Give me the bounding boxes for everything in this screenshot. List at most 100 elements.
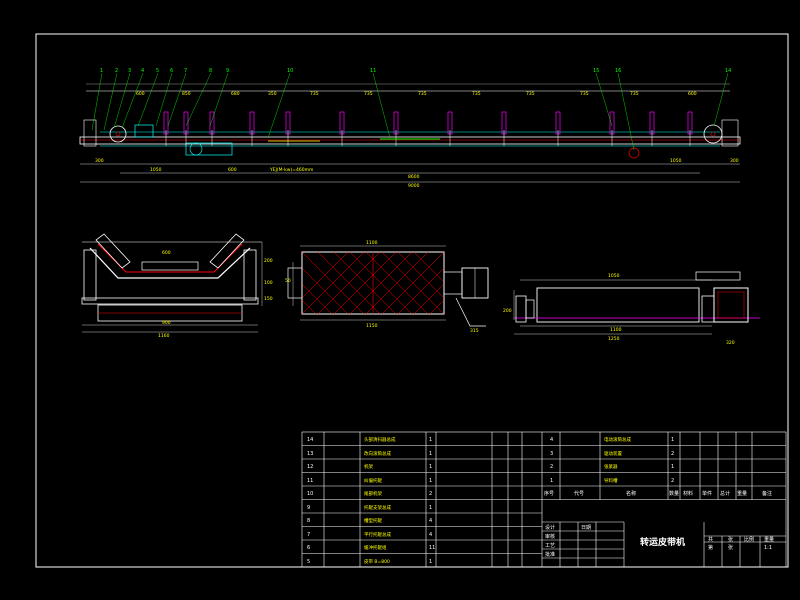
top-dim-8: 735	[472, 91, 481, 97]
title-cell: 张	[728, 544, 733, 551]
bom-row-qty: 2	[671, 451, 674, 457]
bom-row-no: 12	[307, 464, 313, 470]
title-cell: 比例	[744, 536, 754, 543]
bom-row-qty: 4	[429, 532, 432, 538]
bom-header-cell: 名称	[626, 490, 636, 497]
callout-15: 15	[593, 68, 599, 74]
bom-row-no: 7	[307, 532, 310, 538]
idler-right-dim-3: 150	[264, 296, 273, 302]
callout-8: 8	[209, 68, 212, 74]
bom-row-no: 9	[307, 505, 310, 511]
bom-row-no: 4	[550, 437, 553, 443]
title-cell: 共	[708, 536, 713, 543]
bom-row-no: 8	[307, 518, 310, 524]
idler-right-dim-1: 200	[264, 258, 273, 264]
grid-plan-view	[287, 245, 489, 327]
bom-header-cell: 序号	[544, 490, 554, 497]
bom-row-name: 皮带 B=800	[364, 558, 390, 565]
callout-7: 7	[184, 68, 187, 74]
title-cell: 张	[728, 536, 733, 543]
bom-row-name: 电动滚筒总成	[604, 436, 631, 443]
top-dim-9: 735	[526, 91, 535, 97]
bom-header-cell: 数量	[669, 490, 679, 497]
title-cell: 第	[708, 544, 713, 551]
sign-label: 审核	[545, 533, 555, 540]
bottom-dim-left-mid: 1050	[150, 167, 162, 173]
bom-header: 序号 代号 名称 数量 材料 单件 总计 重量 备注	[544, 490, 772, 497]
callout-16: 16	[615, 68, 621, 74]
bottom-dim-inner: 8600	[408, 174, 420, 180]
bom-row-qty: 11	[429, 545, 435, 551]
bom-row-qty: 1	[429, 505, 432, 511]
idler-inner-dim: 900	[162, 320, 171, 326]
top-dim-12: 600	[688, 91, 697, 97]
bom-row-name: 驱动装置	[604, 450, 622, 457]
callout-1: 1	[100, 68, 103, 74]
bom-row-name: 槽型托辊	[364, 517, 382, 524]
grid-top-dim: 1100	[366, 240, 378, 246]
bom-row-name: 改向滚筒总成	[364, 450, 391, 457]
bom-row-no: 10	[307, 491, 313, 497]
bottom-dim-right-small: 300	[730, 158, 739, 164]
sign-label: 工艺	[545, 543, 555, 549]
pulley-right-dim: 320	[726, 340, 735, 346]
idler-top-dim: 600	[162, 250, 171, 256]
bom-row-no: 2	[550, 464, 553, 470]
top-dim-10: 735	[580, 91, 589, 97]
bom-row-qty: 1	[429, 559, 432, 565]
callout-5: 5	[156, 68, 159, 74]
bom-row-qty: 1	[429, 478, 432, 484]
bom-row-no: 13	[307, 451, 313, 457]
bom-row-qty: 1	[429, 437, 432, 443]
top-dim-2: 850	[182, 91, 191, 97]
bom-row-no: 5	[307, 559, 310, 565]
conveyor-side-view	[79, 72, 741, 183]
bom-row-no: 11	[307, 478, 313, 484]
bom-header-cell: 材料	[683, 490, 693, 497]
grid-bottom-dim: 1150	[366, 323, 378, 329]
bom-row-qty: 1	[429, 451, 432, 457]
top-dim-1: 600	[136, 91, 145, 97]
bom-row-name: 缓冲托辊组	[364, 544, 387, 551]
top-dim-6: 735	[364, 91, 373, 97]
callout-14: 14	[725, 68, 731, 74]
drawing-title: 转运皮带机	[640, 536, 685, 548]
bottom-dim-right-mid: 1050	[670, 158, 682, 164]
bom-row-qty: 1	[671, 464, 674, 470]
callout-6: 6	[170, 68, 173, 74]
bom-right-rows: 4 电动滚筒总成 1 3 驱动装置 2 2 张紧器 1 1 导料槽 2	[550, 436, 674, 484]
callout-2: 2	[115, 68, 118, 74]
bom-row-qty: 1	[429, 464, 432, 470]
bom-header-cell: 重量	[737, 490, 747, 497]
bom-header-cell: 总计	[720, 490, 730, 497]
idler-right-dim-2: 100	[264, 280, 273, 286]
bom-row-no: 6	[307, 545, 310, 551]
bom-row-qty: 2	[671, 478, 674, 484]
bom-row-name: 导料槽	[604, 477, 618, 484]
bom-row-name: 尾部机架	[364, 490, 382, 497]
callout-4: 4	[141, 68, 144, 74]
sign-block: 设计 审核 工艺 批准 日期	[545, 524, 591, 558]
top-dim-7: 735	[418, 91, 427, 97]
pulley-bottom-dim: 1250	[608, 336, 620, 342]
bom-row-name: 平行托辊总成	[364, 531, 391, 538]
sign-label: 批准	[545, 551, 555, 558]
bom-row-name: 纠偏托辊	[364, 477, 382, 484]
bom-header-cell: 代号	[574, 490, 584, 497]
callout-9: 9	[226, 68, 229, 74]
title-block-cells: 共 张 比例 重量 第 张 1:1	[708, 536, 774, 551]
bom-row-no: 3	[550, 451, 553, 457]
bom-row-name: 托辊支架总成	[364, 504, 391, 511]
top-dim-4: 350	[268, 91, 277, 97]
callout-3: 3	[128, 68, 131, 74]
bom-row-qty: 1	[671, 437, 674, 443]
bom-row-qty: 2	[429, 491, 432, 497]
pulley-top-dim: 1050	[608, 273, 620, 279]
bom-row-no: 1	[550, 478, 553, 484]
bom-header-cell: 单件	[702, 490, 712, 497]
pulley-inner-dim: 1100	[610, 327, 622, 333]
bottom-dim-center-drive: 600	[228, 167, 237, 173]
bom-row-name: 头部清扫器总成	[364, 436, 396, 443]
title-scale: 1:1	[764, 545, 772, 551]
